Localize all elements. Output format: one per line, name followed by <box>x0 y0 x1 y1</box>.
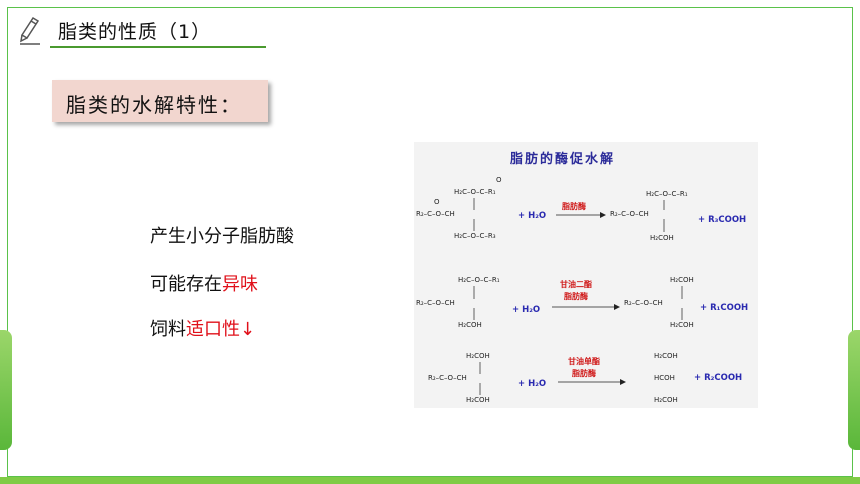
reaction-scheme: R₂–C–O–CH H₂C–O–C–R₁ H₂C–O–C–R₃ O O + H₂… <box>416 176 748 404</box>
grass-decoration-right <box>848 330 860 450</box>
svg-text:H₂COH: H₂COH <box>650 234 674 242</box>
svg-text:H₂COH: H₂COH <box>466 352 490 360</box>
svg-text:O: O <box>496 176 502 184</box>
section-label: 脂类的水解特性： <box>66 93 242 117</box>
svg-text:R₂–C–O–CH: R₂–C–O–CH <box>624 299 663 307</box>
svg-text:H₂C–O–C–R₃: H₂C–O–C–R₃ <box>454 232 496 240</box>
point-3-text: 饲料 <box>150 319 186 340</box>
reaction-2-product: R₂–C–O–CH H₂COH H₂COH <box>624 276 694 329</box>
svg-text:H₂C–O–C–R₁: H₂C–O–C–R₁ <box>458 276 500 284</box>
title-underline <box>50 46 266 48</box>
reaction-1-reagent: + H₂O <box>518 211 546 221</box>
reaction-3-product-acid: + R₂COOH <box>694 373 742 383</box>
pencil-icon <box>20 16 40 45</box>
grass-decoration-left <box>0 330 12 450</box>
bottom-bar <box>0 477 860 484</box>
svg-text:R₂–C–O–CH: R₂–C–O–CH <box>416 210 455 218</box>
diagram-title: 脂肪的酶促水解 <box>510 152 616 167</box>
reaction-3-reactant: R₂–C–O–CH H₂COH H₂COH <box>428 352 490 404</box>
reaction-1-enzyme: 脂肪酶 <box>561 201 586 211</box>
section-label-box <box>52 80 268 122</box>
svg-text:H₂COH: H₂COH <box>670 321 694 329</box>
svg-text:R₂–C–O–CH: R₂–C–O–CH <box>416 299 455 307</box>
point-1: 产生小分子脂肪酸 <box>150 222 294 248</box>
hydrolysis-diagram: 脂肪的酶促水解 R₂–C–O–CH H₂C–O–C–R₁ H₂C–O–C–R₃ … <box>414 142 758 408</box>
reaction-2-reagent: + H₂O <box>512 305 540 315</box>
svg-text:H₂C–O–C–R₁: H₂C–O–C–R₁ <box>646 190 688 198</box>
point-3-highlight: 适口性↓ <box>186 319 256 340</box>
page-title: 脂类的性质（1） <box>58 21 212 43</box>
reaction-2-enzyme-line2: 脂肪酶 <box>563 291 588 301</box>
svg-text:H₂COH: H₂COH <box>466 396 490 404</box>
svg-text:H₂COH: H₂COH <box>458 321 482 329</box>
point-3: 饲料适口性↓ <box>150 315 255 341</box>
svg-text:H₂COH: H₂COH <box>670 276 694 284</box>
svg-text:R₂–C–O–CH: R₂–C–O–CH <box>610 210 649 218</box>
reaction-2-product-acid: + R₁COOH <box>700 303 748 313</box>
svg-text:H₂COH: H₂COH <box>654 352 678 360</box>
point-2-highlight: 异味 <box>222 274 258 295</box>
reaction-2-enzyme-line1: 甘油二酯 <box>560 279 592 289</box>
reaction-2-reactant: R₂–C–O–CH H₂C–O–C–R₁ H₂COH <box>416 276 500 329</box>
reaction-3-product: H₂COH HCOH H₂COH <box>654 352 678 404</box>
svg-text:R₂–C–O–CH: R₂–C–O–CH <box>428 374 467 382</box>
reaction-1-product-acid: + R₃COOH <box>698 215 746 225</box>
reaction-1-product: R₂–C–O–CH H₂C–O–C–R₁ H₂COH <box>610 190 688 242</box>
svg-text:HCOH: HCOH <box>654 374 675 382</box>
svg-text:O: O <box>434 198 440 206</box>
reaction-3-reagent: + H₂O <box>518 379 546 389</box>
point-1-text: 产生小分子脂肪酸 <box>150 226 294 247</box>
svg-text:H₂C–O–C–R₁: H₂C–O–C–R₁ <box>454 188 496 196</box>
reaction-1-reactant: R₂–C–O–CH H₂C–O–C–R₁ H₂C–O–C–R₃ O O <box>416 176 502 240</box>
point-2-text: 可能存在 <box>150 274 222 295</box>
reaction-3-enzyme-line1: 甘油单酯 <box>568 356 600 366</box>
reaction-3-enzyme-line2: 脂肪酶 <box>571 368 596 378</box>
svg-text:H₂COH: H₂COH <box>654 396 678 404</box>
point-2: 可能存在异味 <box>150 270 258 296</box>
